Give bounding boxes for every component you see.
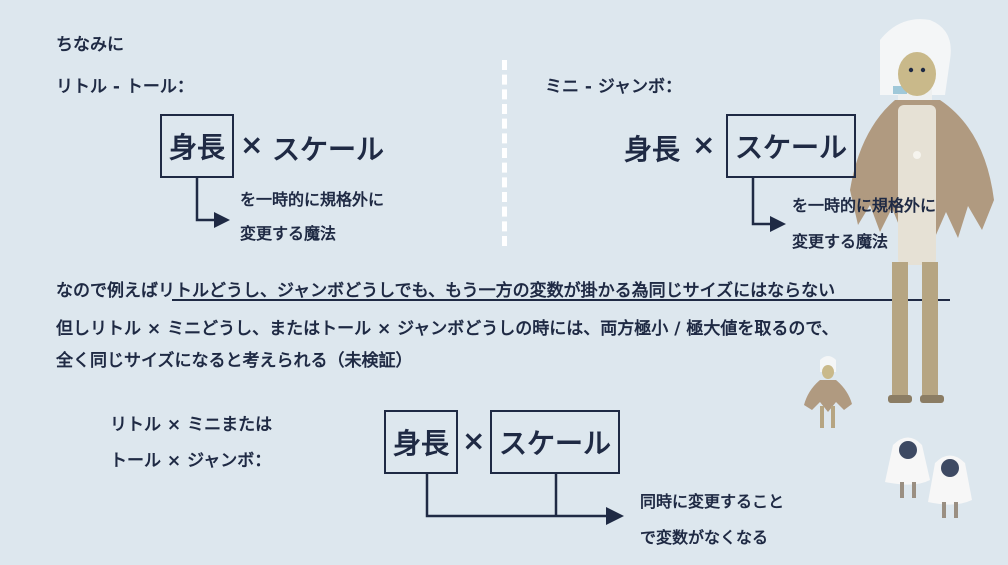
- section-divider: [502, 60, 507, 246]
- paragraph-line3: 全く同じサイズになると考えられる（未検証）: [56, 351, 413, 371]
- paragraph-line1: なので例えばリトルどうし、ジャンボどうしでも、もう一方の変数が掛かる為同じサイズ…: [56, 281, 836, 301]
- right-arrowhead: [770, 216, 786, 232]
- bottom-height-label: 身長: [392, 427, 449, 460]
- bottom-arrow: [425, 474, 614, 518]
- left-height-label: 身長: [168, 131, 225, 164]
- right-note-line1: を一時的に規格外に: [792, 196, 937, 215]
- bottom-height-box: 身長: [384, 410, 458, 474]
- sky-child-white-icon: [885, 437, 972, 518]
- right-height-label: 身長: [624, 133, 681, 166]
- right-note-line2: 変更する魔法: [792, 232, 889, 251]
- left-arrowhead: [214, 212, 230, 228]
- left-scale-label: スケール: [272, 133, 385, 166]
- left-heading: リトル - トール：: [56, 77, 194, 97]
- bottom-arrowhead: [606, 507, 624, 525]
- bottom-note-line2: で変数がなくなる: [640, 528, 769, 547]
- right-heading: ミニ - ジャンボ：: [545, 77, 683, 97]
- bottom-scale-label: スケール: [498, 427, 611, 460]
- intro-text: ちなみに: [56, 35, 124, 55]
- sky-child-small-icon: [804, 356, 852, 428]
- left-height-box: 身長: [160, 114, 234, 178]
- left-note-line1: を一時的に規格外に: [240, 190, 385, 209]
- bottom-note-line1: 同時に変更すること: [640, 492, 785, 511]
- paragraph-underline: [172, 299, 950, 301]
- bottom-scale-box: スケール: [490, 410, 620, 474]
- bottom-label-line1: リトル × ミニまたは: [110, 415, 273, 435]
- bottom-label-line2: トール × ジャンボ：: [110, 451, 272, 471]
- bottom-times: ×: [462, 424, 486, 457]
- right-times: ×: [692, 128, 716, 161]
- left-times: ×: [240, 128, 264, 161]
- right-scale-label: スケール: [734, 131, 847, 164]
- left-arrow: [195, 178, 222, 222]
- right-scale-box: スケール: [726, 114, 856, 178]
- paragraph-line2: 但しリトル × ミニどうし、またはトール × ジャンボどうしの時には、両方極小 …: [56, 319, 839, 339]
- right-arrow: [751, 178, 778, 226]
- left-note-line2: 変更する魔法: [240, 224, 337, 243]
